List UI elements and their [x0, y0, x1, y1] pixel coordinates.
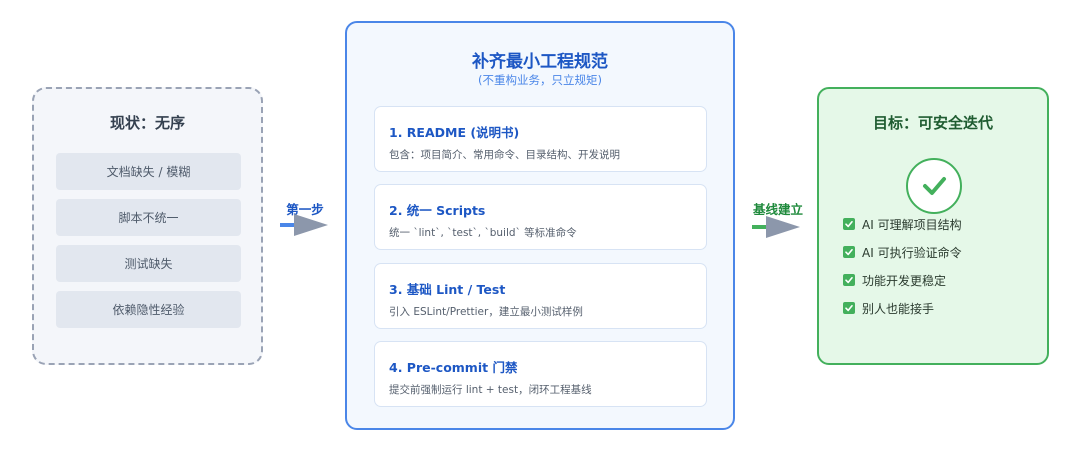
step-card-scripts: 2. 统一 Scripts 统一 `lint`, `test`, `build`… [374, 184, 707, 250]
goal-item: AI 可理解项目结构 [843, 216, 962, 232]
arrow-step1-icon [280, 214, 328, 236]
step-description: 包含：项目简介、常用命令、目录结构、开发说明 [389, 149, 620, 161]
current-state-item: 文档缺失 / 模糊 [56, 153, 241, 190]
current-state-item: 依赖隐性经验 [56, 291, 241, 328]
goal-item-label: AI 可执行验证命令 [862, 245, 962, 260]
checkbox-checked-icon [843, 302, 855, 314]
step-title: 2. 统一 Scripts [389, 203, 486, 218]
current-state-item: 测试缺失 [56, 245, 241, 282]
current-state-title: 现状：无序 [109, 114, 185, 132]
checkbox-checked-icon [843, 274, 855, 286]
arrow-baseline-icon [752, 216, 800, 238]
step-card-readme: 1. README (说明书) 包含：项目简介、常用命令、目录结构、开发说明 [374, 106, 707, 172]
step-title: 1. README (说明书) [389, 125, 520, 140]
step-title: 3. 基础 Lint / Test [389, 282, 506, 297]
step-description: 提交前强制运行 lint + test，闭环工程基线 [389, 384, 592, 396]
current-state-item: 脚本不统一 [56, 199, 241, 236]
step-card-lint-test: 3. 基础 Lint / Test 引入 ESLint/Prettier，建立最… [374, 263, 707, 329]
goal-item-label: 功能开发更稳定 [862, 273, 947, 288]
checkbox-checked-icon [843, 246, 855, 258]
arrow-baseline-label: 基线建立 [752, 202, 803, 217]
arrow-step1-label: 第一步 [286, 202, 324, 217]
goal-panel: 目标：可安全迭代 AI 可理解项目结构 AI 可执行验证命令 功能开发更稳定 别… [817, 87, 1049, 365]
checkbox-checked-icon [843, 218, 855, 230]
standards-title: 补齐最小工程规范 [472, 52, 608, 72]
standards-subtitle: (不重构业务，只立规矩) [478, 73, 602, 87]
goal-item: 别人也能接手 [843, 300, 934, 316]
goal-item-label: 别人也能接手 [862, 301, 935, 316]
goal-item: 功能开发更稳定 [843, 272, 946, 288]
step-card-pre-commit: 4. Pre-commit 门禁 提交前强制运行 lint + test，闭环工… [374, 341, 707, 407]
current-state-panel: 现状：无序 文档缺失 / 模糊 脚本不统一 测试缺失 依赖隐性经验 [32, 87, 263, 365]
goal-item-label: AI 可理解项目结构 [862, 217, 962, 232]
goal-title: 目标：可安全迭代 [872, 114, 993, 132]
step-description: 统一 `lint`, `test`, `build` 等标准命令 [389, 227, 577, 239]
checkmark-icon [906, 158, 962, 214]
standards-panel: 补齐最小工程规范 (不重构业务，只立规矩) 1. README (说明书) 包含… [345, 21, 735, 430]
goal-item: AI 可执行验证命令 [843, 244, 962, 260]
step-description: 引入 ESLint/Prettier，建立最小测试样例 [389, 306, 583, 318]
step-title: 4. Pre-commit 门禁 [389, 360, 518, 375]
